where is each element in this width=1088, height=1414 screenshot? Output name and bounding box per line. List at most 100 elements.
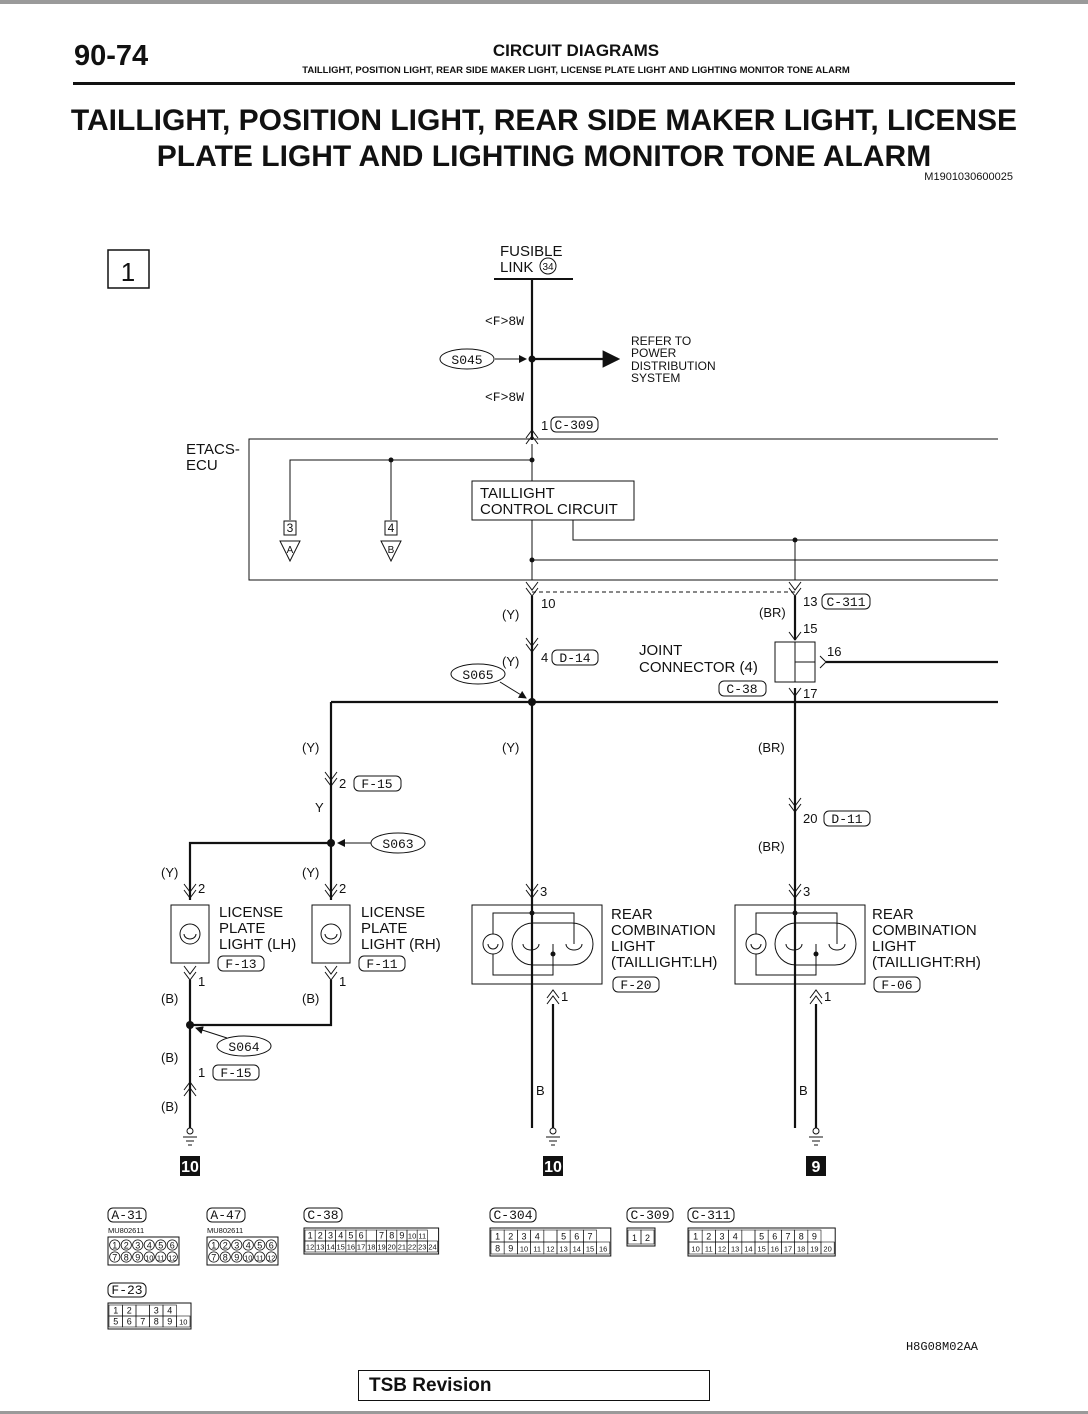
connector-pin-a-31 (132, 1239, 144, 1251)
fusible-link-label-2: LINK (500, 259, 533, 276)
connector-pin-number-a-47: 12 (267, 1253, 275, 1262)
connector-pin-number-c-38: 20 (388, 1243, 396, 1252)
license-lh-bulb-icon (179, 923, 201, 945)
fusible-link-circle (539, 257, 557, 275)
connector-f11: F-11 (366, 957, 397, 972)
license-lh-box (170, 904, 210, 964)
rear-lh-internal-2 (532, 912, 575, 944)
color-y-2: (Y) (502, 654, 519, 669)
connector-pin-a-47 (219, 1239, 231, 1251)
color-b-4: (B) (161, 1099, 178, 1114)
connector-pin-number-c-311: 4 (733, 1231, 738, 1241)
connector-label-c-311: C-311 (691, 1208, 730, 1223)
page-box-number: 1 (121, 257, 135, 287)
connector-mark-lh-in (183, 883, 197, 899)
connector-pin-number-c-38: 1 (308, 1231, 313, 1241)
connector-pin-number-c-311: 16 (771, 1244, 779, 1253)
splice-s065-dot (528, 698, 536, 706)
splice-s065-oval (450, 663, 506, 685)
connector-label-c-309: C-309 (630, 1208, 669, 1223)
connector-pin-number-a-31: 3 (135, 1240, 140, 1250)
license-lh-feed (188, 841, 331, 900)
connector-f06: F-06 (881, 978, 912, 993)
terminal-b-triangle (380, 540, 402, 563)
connector-d14: D-14 (559, 651, 590, 666)
splice-s063-dot (327, 839, 335, 847)
connector-pin-c-311 (741, 1229, 756, 1243)
connector-d11-box (823, 810, 871, 827)
connector-d11: D-11 (831, 812, 862, 827)
rear-lh-dot-1 (529, 910, 535, 916)
connector-pin-number-f-23: 7 (140, 1317, 145, 1327)
color-y-4: (Y) (502, 740, 519, 755)
connector-f15b-box (212, 1064, 260, 1081)
color-y-5: (Y) (161, 865, 178, 880)
connector-pin-number-a-47: 7 (211, 1252, 216, 1262)
connector-f13-box (217, 955, 265, 972)
ecu-junction-dot-4 (529, 557, 535, 563)
ground-10a: 10 (180, 1127, 200, 1176)
connector-pin-c-38 (427, 1240, 438, 1253)
connector-pin-number-c-38: 19 (377, 1243, 385, 1252)
etacs-label-1: ETACS- (186, 441, 240, 458)
taillight-control-box (471, 480, 635, 521)
connector-pin-number-c-38: 21 (398, 1243, 406, 1252)
color-b-3: (B) (161, 1050, 178, 1065)
terminal-a-triangle (279, 540, 301, 563)
color-br-2: (BR) (758, 740, 785, 755)
connector-label-box-a-31 (107, 1207, 147, 1223)
connector-mark-rear-rh-in (788, 883, 802, 899)
splice-s065-arrow (499, 681, 527, 699)
refer-line-4: SYSTEM (631, 371, 680, 385)
pin-20: 20 (803, 811, 817, 826)
connector-pin-number-c-38: 22 (408, 1243, 416, 1252)
pin-1-rear-lh: 1 (561, 989, 568, 1004)
connector-mark-rh-out (324, 965, 338, 981)
license-lh-filament (183, 933, 197, 940)
rear-rh-internal-1 (755, 912, 796, 944)
connector-c309-box (550, 416, 599, 433)
connector-pin-number-a-31: 9 (135, 1252, 140, 1262)
connector-pin-number-c-309: 2 (645, 1233, 650, 1243)
splice-s064-arrow (195, 1026, 228, 1039)
license-rh-bulb-icon (320, 923, 342, 945)
connector-pin-number-c-304: 10 (520, 1244, 528, 1253)
connector-pin-c-311 (820, 1241, 835, 1255)
connector-pin-number-c-304: 6 (574, 1231, 579, 1241)
connector-pin-number-f-23: 6 (127, 1317, 132, 1327)
connector-pin-a-47 (219, 1251, 231, 1263)
connector-pin-number-c-311: 9 (812, 1231, 817, 1241)
connector-pin-number-c-38: 13 (316, 1243, 324, 1252)
connector-label-box-c-38 (303, 1207, 343, 1223)
connector-pin-number-a-31: 8 (124, 1252, 129, 1262)
etacs-ecu-box (248, 438, 998, 581)
connector-mark-10 (525, 581, 539, 597)
connector-pin-number-a-47: 3 (234, 1240, 239, 1250)
connector-pin-number-f-23: 2 (127, 1306, 132, 1316)
connector-f13: F-13 (225, 957, 256, 972)
license-rh-filament (324, 933, 338, 940)
connector-pin-number-c-311: 11 (705, 1244, 713, 1253)
connector-pin-a-47 (265, 1251, 277, 1263)
connector-pin-a-47 (208, 1239, 220, 1251)
connector-mark-13 (788, 581, 802, 597)
connector-pin-number-c-38: 10 (408, 1232, 416, 1241)
connector-pin-number-a-31: 2 (124, 1240, 129, 1250)
rear-rh-filaments (785, 943, 846, 951)
rear-rh-dot-1 (792, 910, 798, 916)
rear-lh-box (471, 904, 603, 985)
connector-f20-box (612, 976, 660, 993)
connector-pin-number-c-311: 14 (744, 1244, 752, 1253)
splice-s064-oval (216, 1035, 272, 1057)
connector-pin-number-a-47: 5 (257, 1240, 262, 1250)
connector-label-box-a-47 (206, 1207, 246, 1223)
rear-lh-dot-2 (550, 951, 556, 957)
connector-part-a-31: MU802611 (108, 1226, 144, 1235)
connector-pin-number-c-304: 3 (521, 1231, 526, 1241)
rear-rh-label-1: REAR (872, 906, 914, 923)
connector-pin-a-47 (231, 1251, 243, 1263)
connector-pin-c-38 (365, 1229, 377, 1242)
connector-pin-number-c-304: 14 (573, 1244, 581, 1253)
color-y-6: (Y) (302, 865, 319, 880)
connector-label-a-47: A-47 (210, 1208, 241, 1223)
